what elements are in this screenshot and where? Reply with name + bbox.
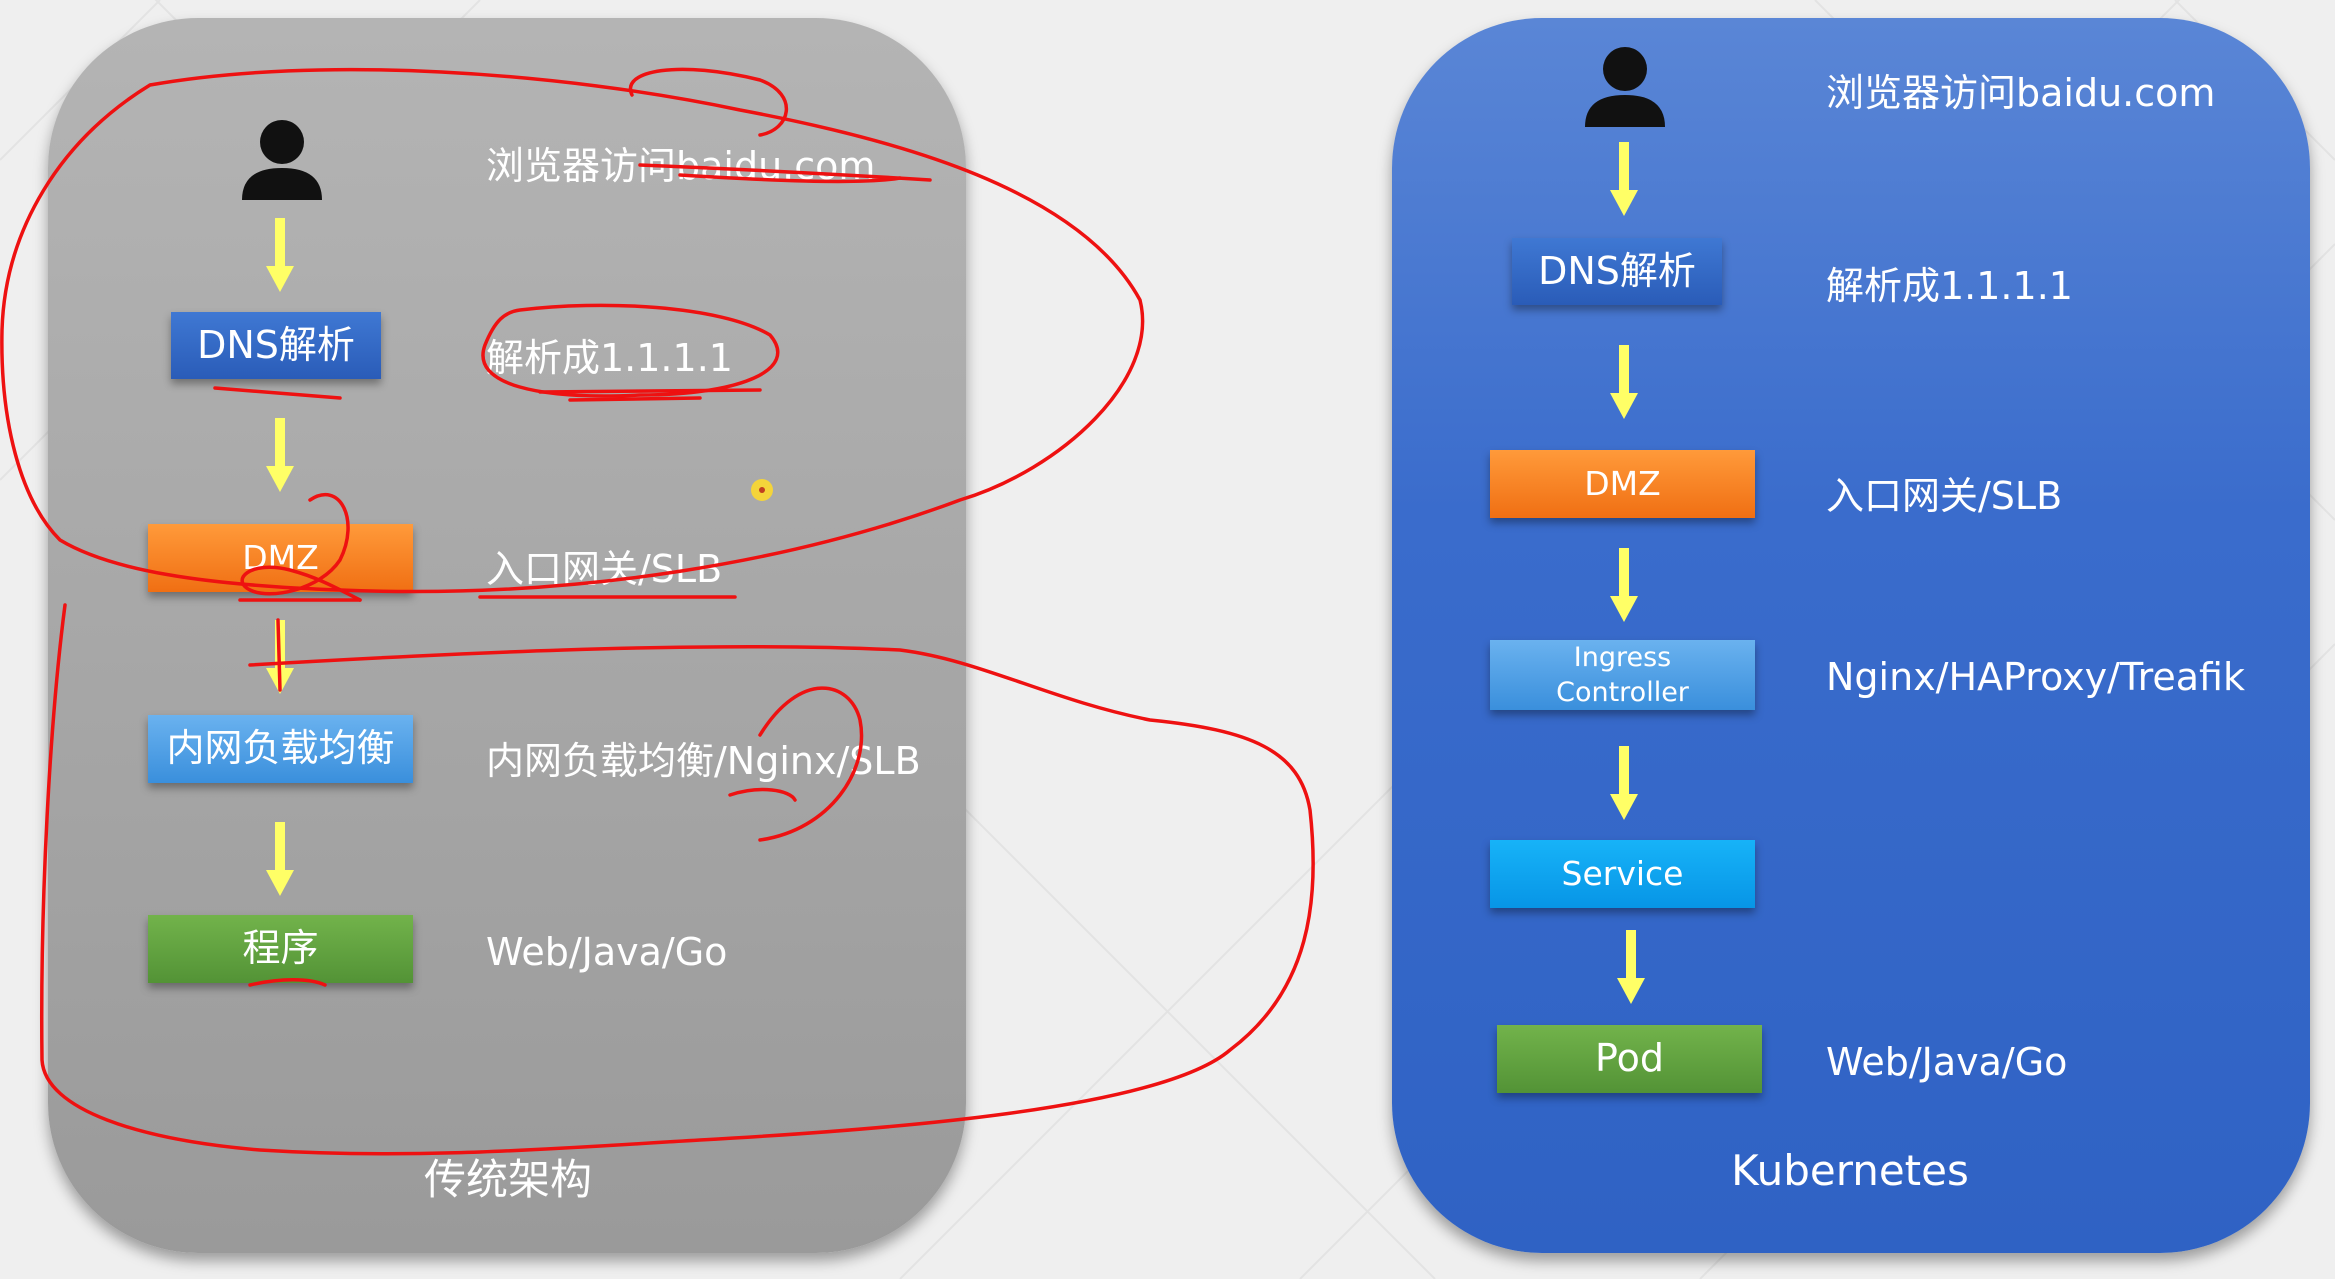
pod-node: Pod: [1497, 1025, 1762, 1093]
traditional-footer-title: 传统架构: [423, 1155, 592, 1204]
dns-node: DNS解析: [1512, 238, 1722, 305]
program-node: 程序: [148, 915, 413, 983]
dmz-node: DMZ: [148, 524, 413, 592]
user-icon: [1585, 47, 1665, 127]
traditional-lb-label: 内网负载均衡/Nginx/SLB: [486, 739, 921, 783]
arrow-down-icon: [1610, 746, 1638, 820]
ingress-line-1: Ingress: [1573, 641, 1672, 673]
traditional-dns-label: 解析成1.1.1.1: [486, 336, 733, 380]
ingress-line-2: Controller: [1556, 677, 1689, 708]
ingress-controller-node: Ingress Controller: [1490, 640, 1755, 710]
service-node: Service: [1490, 840, 1755, 908]
k8s-user-label: 浏览器访问baidu.com: [1826, 71, 2216, 115]
arrow-down-icon: [266, 218, 294, 292]
k8s-ingress-label: Nginx/HAProxy/Treafik: [1826, 655, 2245, 699]
arrow-down-icon: [266, 822, 294, 896]
user-icon: [242, 120, 322, 200]
k8s-dmz-label: 入口网关/SLB: [1826, 474, 2063, 518]
arrow-down-icon: [1610, 548, 1638, 622]
arrow-down-icon: [266, 620, 294, 694]
arrow-down-icon: [266, 418, 294, 492]
traditional-user-label: 浏览器访问baidu.com: [486, 144, 876, 188]
arrow-down-icon: [1610, 345, 1638, 419]
k8s-pod-label: Web/Java/Go: [1826, 1040, 2068, 1084]
traditional-architecture-panel: [48, 18, 966, 1253]
arrow-down-icon: [1610, 142, 1638, 216]
traditional-app-label: Web/Java/Go: [486, 930, 728, 974]
k8s-dns-label: 解析成1.1.1.1: [1826, 264, 2073, 308]
arrow-down-icon: [1617, 930, 1645, 1004]
traditional-dmz-label: 入口网关/SLB: [486, 547, 723, 591]
internal-load-balancer-node: 内网负载均衡: [148, 715, 413, 783]
kubernetes-footer-title: Kubernetes: [1731, 1146, 1969, 1195]
dmz-node: DMZ: [1490, 450, 1755, 518]
dns-node: DNS解析: [171, 312, 381, 379]
